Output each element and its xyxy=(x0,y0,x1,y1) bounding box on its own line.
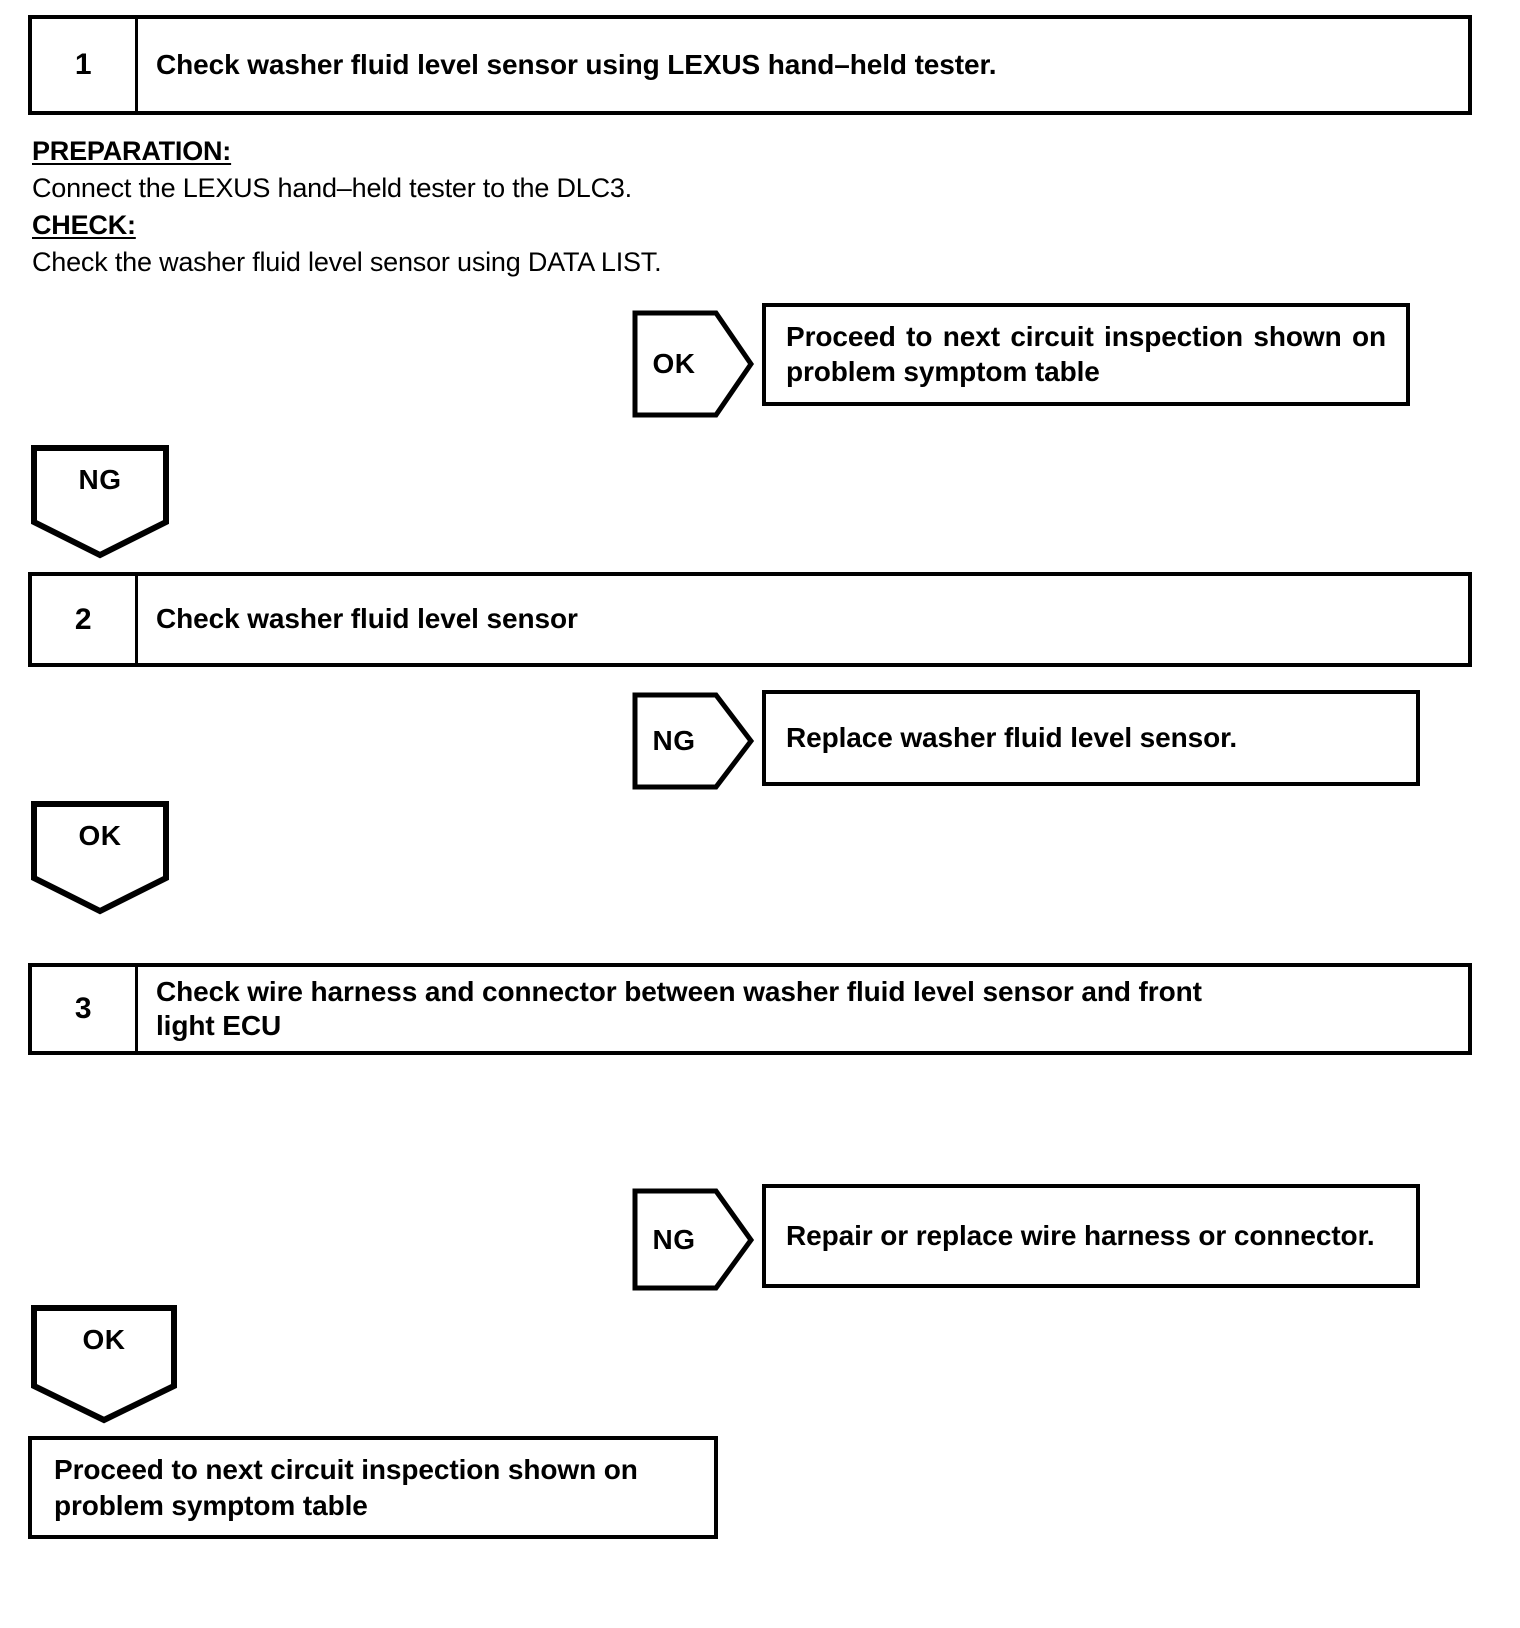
branch-chevron-ng-step3: NG xyxy=(632,1188,754,1291)
branch-label-ok: OK xyxy=(78,820,122,851)
check-text: Check the washer fluid level sensor usin… xyxy=(32,247,662,277)
result-box-step2-ng: Replace washer fluid level sensor. xyxy=(762,690,1420,786)
result-text: Repair or replace wire harness or connec… xyxy=(786,1219,1375,1251)
branch-pentagon-ok-step2: OK xyxy=(30,800,170,915)
branch-label-ok: OK xyxy=(82,1324,126,1355)
branch-chevron-ng-step2: NG xyxy=(632,692,754,790)
branch-pentagon-ok-step3: OK xyxy=(30,1304,178,1424)
branch-label-ng: NG xyxy=(652,1223,696,1255)
check-heading: CHECK: xyxy=(32,210,136,240)
result-text-line1: Proceed to next circuit inspection shown… xyxy=(786,320,1386,352)
step-number-3: 3 xyxy=(32,967,138,1051)
branch-chevron-ok-step1: OK xyxy=(632,310,754,418)
branch-label-ng: NG xyxy=(78,464,122,495)
terminal-text-line1: Proceed to next circuit inspection shown… xyxy=(54,1454,638,1486)
result-text-line2: problem symptom table xyxy=(786,355,1100,387)
step-title-2: Check washer fluid level sensor xyxy=(156,603,578,635)
preparation-heading: PREPARATION: xyxy=(32,136,232,166)
step-box-2: 2 Check washer fluid level sensor xyxy=(28,572,1472,667)
step-number-2: 2 xyxy=(32,576,138,663)
branch-label-ng: NG xyxy=(652,725,696,756)
step-box-3: 3 Check wire harness and connector betwe… xyxy=(28,963,1472,1055)
step-title-3-line2: light ECU xyxy=(156,1010,282,1041)
result-box-step3-ng: Repair or replace wire harness or connec… xyxy=(762,1184,1420,1288)
result-box-step1-ok: Proceed to next circuit inspection shown… xyxy=(762,303,1410,406)
step-number-1: 1 xyxy=(32,19,138,111)
preparation-check-block: PREPARATION: Connect the LEXUS hand–held… xyxy=(32,134,662,282)
preparation-text: Connect the LEXUS hand–held tester to th… xyxy=(32,173,632,203)
step-title-1: Check washer fluid level sensor using LE… xyxy=(156,48,997,80)
result-text: Replace washer fluid level sensor. xyxy=(786,721,1238,753)
step-title-3: Check wire harness and connector between… xyxy=(138,967,1468,1051)
terminal-text-line2: problem symptom table xyxy=(54,1489,368,1521)
step-number-3-value: 3 xyxy=(74,992,93,1025)
branch-pentagon-ng-step1: NG xyxy=(30,444,170,559)
branch-label-ok: OK xyxy=(652,348,696,379)
terminal-result-box: Proceed to next circuit inspection shown… xyxy=(28,1436,718,1539)
step-title-3-line1: Check wire harness and connector between… xyxy=(156,975,1202,1007)
step-box-1: 1 Check washer fluid level sensor using … xyxy=(28,15,1472,115)
